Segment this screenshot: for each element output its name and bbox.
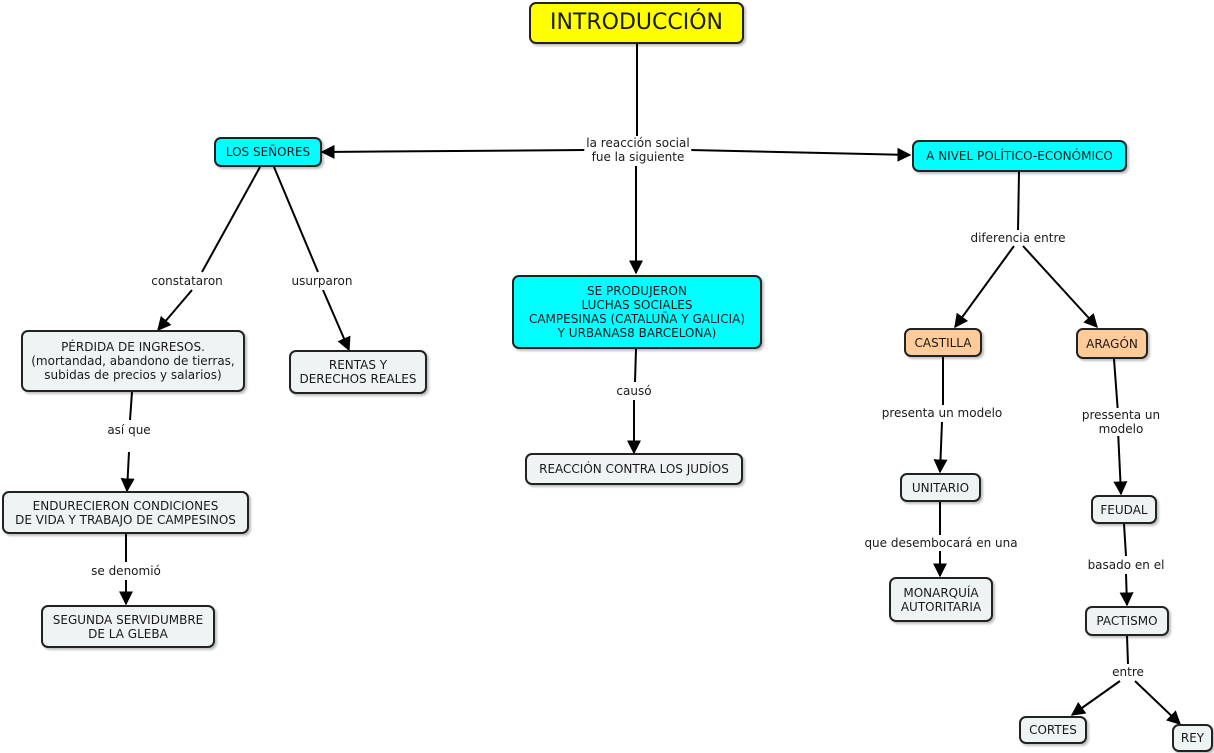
link-basado-en[interactable]: basado en el	[1085, 558, 1167, 572]
node-endurecieron-condiciones[interactable]: ENDURECIERON CONDICIONES DE VIDA Y TRABA…	[2, 491, 249, 534]
node-luchas-sociales[interactable]: SE PRODUJERON LUCHAS SOCIALES CAMPESINAS…	[512, 275, 762, 349]
node-los-senores[interactable]: LOS SEÑORES	[214, 137, 322, 167]
link-presenta-modelo[interactable]: presenta un modelo	[879, 406, 1005, 420]
node-cortes[interactable]: CORTES	[1019, 716, 1087, 744]
edge-senores-constataron	[201, 166, 261, 273]
edge-luchas-causo	[634, 348, 637, 383]
node-segunda-servidumbre[interactable]: SEGUNDA SERVIDUMBRE DE LA GLEBA	[41, 605, 215, 648]
node-introduccion[interactable]: INTRODUCCIÓN	[529, 2, 744, 44]
edge-diferencia-aragon	[1022, 245, 1098, 329]
node-feudal[interactable]: FEUDAL	[1091, 495, 1157, 524]
node-rey[interactable]: REY	[1172, 724, 1213, 752]
node-unitario[interactable]: UNITARIO	[900, 473, 981, 502]
edge-usurparon-rentas	[322, 289, 351, 352]
node-rentas-derechos[interactable]: RENTAS Y DERECHOS REALES	[289, 350, 427, 394]
edge-entre-rey	[1134, 680, 1182, 725]
link-entre[interactable]: entre	[1110, 665, 1146, 679]
link-reaccion-social[interactable]: la reacción social fue la siguiente	[584, 136, 692, 164]
edge-basado-pactismo	[1119, 573, 1134, 607]
node-pactismo[interactable]: PACTISMO	[1085, 606, 1169, 636]
edge-reaccion-to-nivel	[689, 147, 912, 162]
link-diferencia-entre[interactable]: diferencia entre	[968, 231, 1068, 245]
edge-constataron-perdida	[157, 289, 193, 332]
edge-senores-usurparon	[273, 166, 319, 273]
link-asi-que[interactable]: así que	[105, 423, 153, 437]
node-monarquia-autoritaria[interactable]: MONARQUÍA AUTORITARIA	[889, 577, 993, 622]
edge-pactismo-entre	[1126, 635, 1129, 665]
node-nivel-politico-economico[interactable]: A NIVEL POLÍTICO-ECONÓMICO	[912, 140, 1127, 172]
edge-nivel-diferencia	[1017, 171, 1020, 231]
edge-reaccion-to-senores	[320, 144, 586, 159]
edge-presenta-unitario	[933, 421, 948, 474]
link-desembocara[interactable]: que desembocará en una	[862, 536, 1020, 550]
link-constataron[interactable]: constataron	[149, 274, 225, 288]
link-usurparon[interactable]: usurparon	[289, 274, 355, 288]
node-castilla[interactable]: CASTILLA	[904, 328, 982, 357]
edge-aragon-pressenta	[1113, 358, 1119, 414]
link-se-denomio[interactable]: se denomió	[89, 564, 163, 578]
edge-pressenta-feudal	[1113, 429, 1128, 496]
edge-feudal-basado	[1123, 523, 1127, 557]
edge-entre-cortes	[1070, 680, 1121, 716]
node-perdida-ingresos[interactable]: PÉRDIDA DE INGRESOS. (mortandad, abandon…	[21, 330, 245, 392]
edge-diferencia-castilla	[954, 245, 1015, 329]
node-aragon[interactable]: ARAGÓN	[1076, 328, 1148, 359]
edge-asique-endurecieron	[120, 451, 135, 493]
edge-perdida-asique	[129, 391, 133, 421]
node-reaccion-judios[interactable]: REACCIÓN CONTRA LOS JUDÍOS	[525, 453, 743, 485]
link-pressenta-modelo[interactable]: pressenta un modelo	[1074, 408, 1168, 436]
link-causo[interactable]: causó	[614, 384, 654, 398]
